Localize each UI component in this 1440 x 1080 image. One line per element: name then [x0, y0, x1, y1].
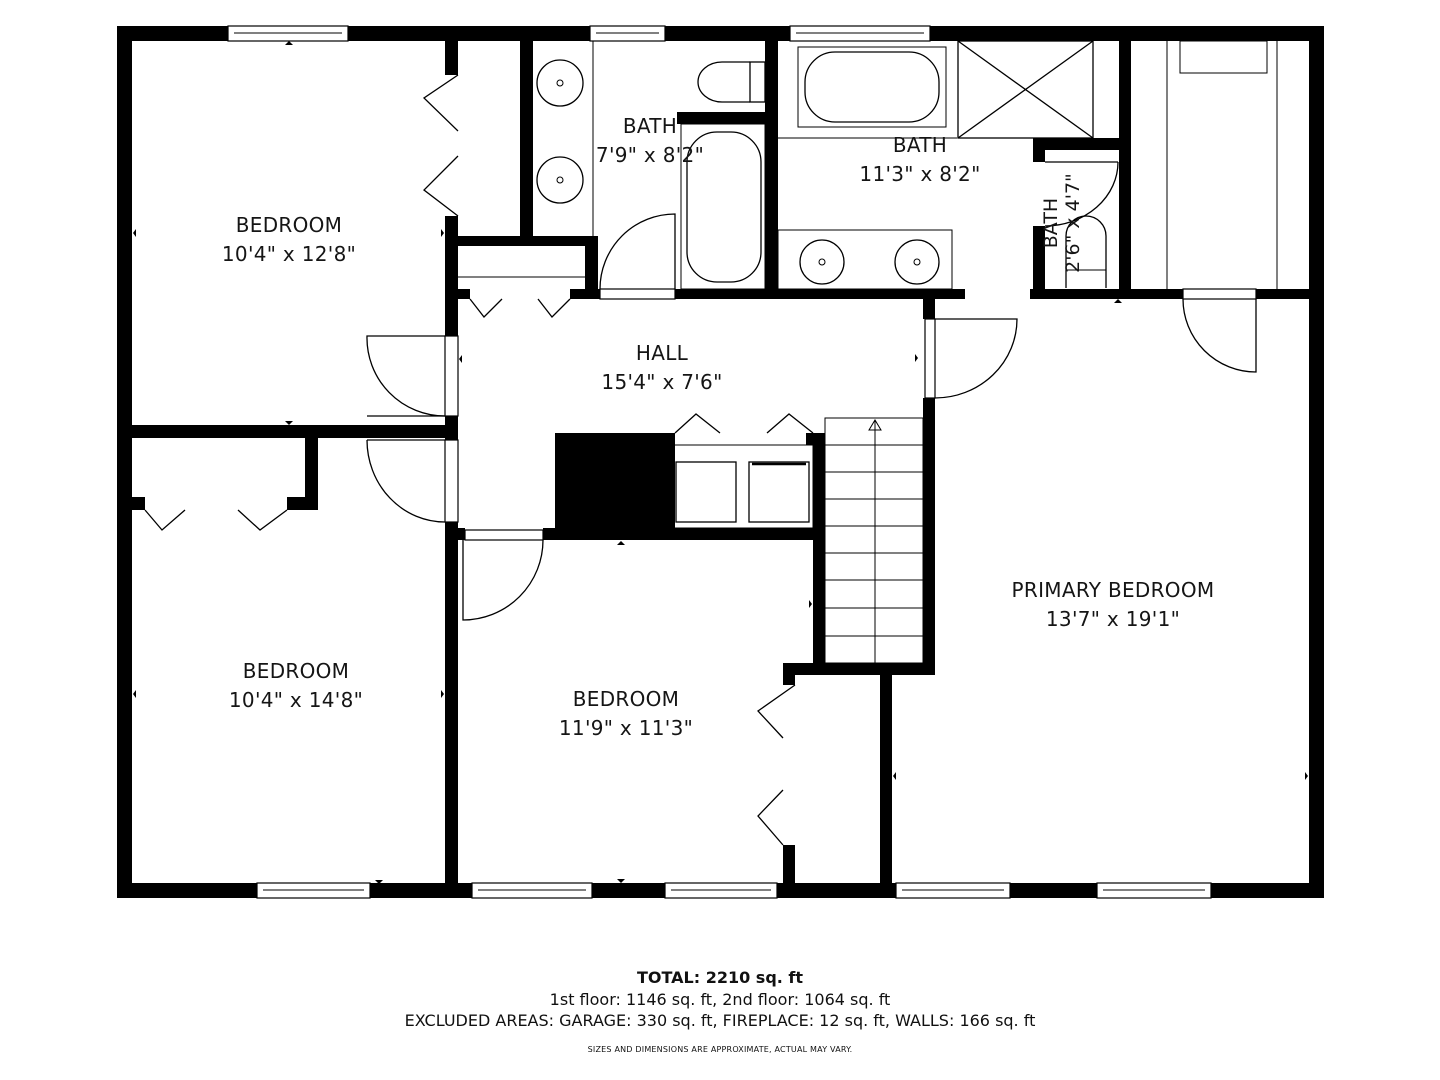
- exterior-walls: [117, 26, 1324, 898]
- room-name: BATH: [1040, 197, 1062, 249]
- room-name: BEDROOM: [242, 659, 350, 683]
- fixtures: [458, 40, 1278, 664]
- room-bath-primary: BATH 11'3" x 8'2": [859, 131, 980, 189]
- room-name: BATH: [622, 114, 678, 138]
- disclaimer: SIZES AND DIMENSIONS ARE APPROXIMATE, AC…: [587, 1045, 853, 1054]
- doors: [366, 161, 1257, 621]
- room-bedroom-nw: BEDROOM 10'4" x 12'8": [222, 211, 356, 269]
- room-dimensions: 7'9" x 8'2": [595, 143, 705, 167]
- stairs: [824, 417, 924, 664]
- room-dimensions: 13'7" x 19'1": [1045, 607, 1181, 631]
- room-bath-hall: BATH 7'9" x 8'2": [596, 112, 704, 170]
- room-dimensions: 11'3" x 8'2": [859, 162, 981, 186]
- room-dimensions: 11'9" x 11'3": [558, 716, 694, 740]
- room-primary-bedroom: PRIMARY BEDROOM 13'7" x 19'1": [1012, 576, 1215, 634]
- room-dimensions: 15'4" x 7'6": [601, 370, 723, 394]
- room-name: BATH: [892, 133, 948, 157]
- room-dimensions: 10'4" x 14'8": [228, 688, 364, 712]
- interior-walls: [132, 41, 1309, 883]
- closet-doors: [144, 74, 814, 846]
- room-dimensions: 2'6" x 4'7": [1062, 173, 1084, 273]
- excluded-areas: EXCLUDED AREAS: GARAGE: 330 sq. ft, FIRE…: [404, 1011, 1036, 1030]
- room-bedroom-center: BEDROOM 11'9" x 11'3": [559, 685, 693, 743]
- room-name: BEDROOM: [235, 213, 343, 237]
- room-name: BEDROOM: [572, 687, 680, 711]
- total-area: TOTAL: 2210 sq. ft: [636, 968, 804, 987]
- room-hall: HALL 15'4" x 7'6": [601, 339, 722, 397]
- room-bedroom-sw: BEDROOM 10'4" x 14'8": [229, 657, 363, 715]
- floor-areas: 1st floor: 1146 sq. ft, 2nd floor: 1064 …: [549, 990, 891, 1009]
- room-name: PRIMARY BEDROOM: [1011, 578, 1215, 602]
- windows: [227, 25, 1212, 899]
- room-dimensions: 10'4" x 12'8": [221, 242, 357, 266]
- dimension-markers: [133, 41, 1308, 884]
- room-bath-small: BATH 2'6" x 4'7": [1038, 166, 1088, 290]
- room-name: HALL: [635, 341, 689, 365]
